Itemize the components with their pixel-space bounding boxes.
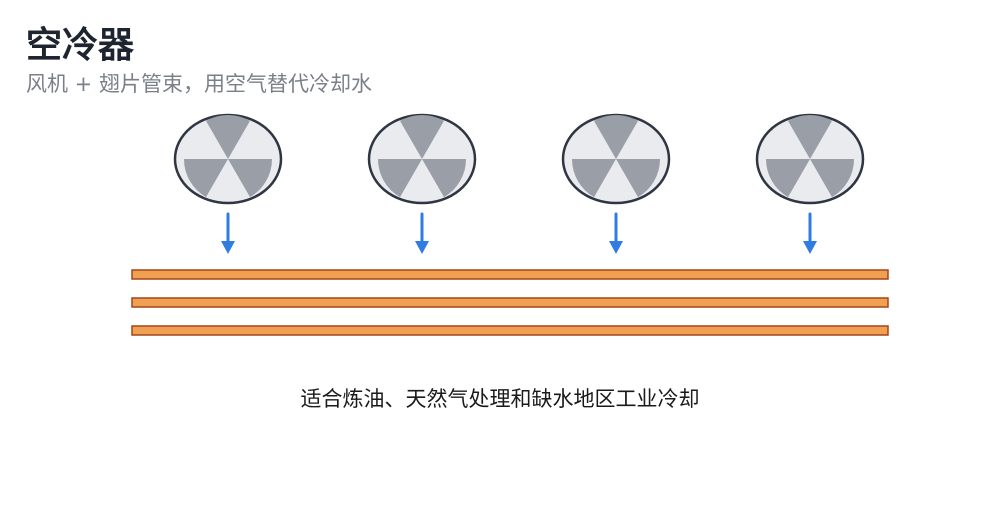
- page-title: 空冷器: [26, 25, 135, 66]
- fan-icon: [367, 113, 477, 205]
- finned-tube: [131, 269, 889, 280]
- fan-icon: [561, 113, 671, 205]
- page-subtitle: 风机 + 翅片管束，用空气替代冷却水: [26, 72, 372, 96]
- fan-icon: [173, 113, 283, 205]
- fan-icon: [755, 113, 865, 205]
- finned-tube: [131, 325, 889, 336]
- airflow-arrow-icon: [415, 212, 429, 254]
- finned-tube: [131, 297, 889, 308]
- airflow-arrow-icon: [221, 212, 235, 254]
- airflow-arrow-icon: [803, 212, 817, 254]
- airflow-arrow-icon: [609, 212, 623, 254]
- caption: 适合炼油、天然气处理和缺水地区工业冷却: [300, 387, 700, 411]
